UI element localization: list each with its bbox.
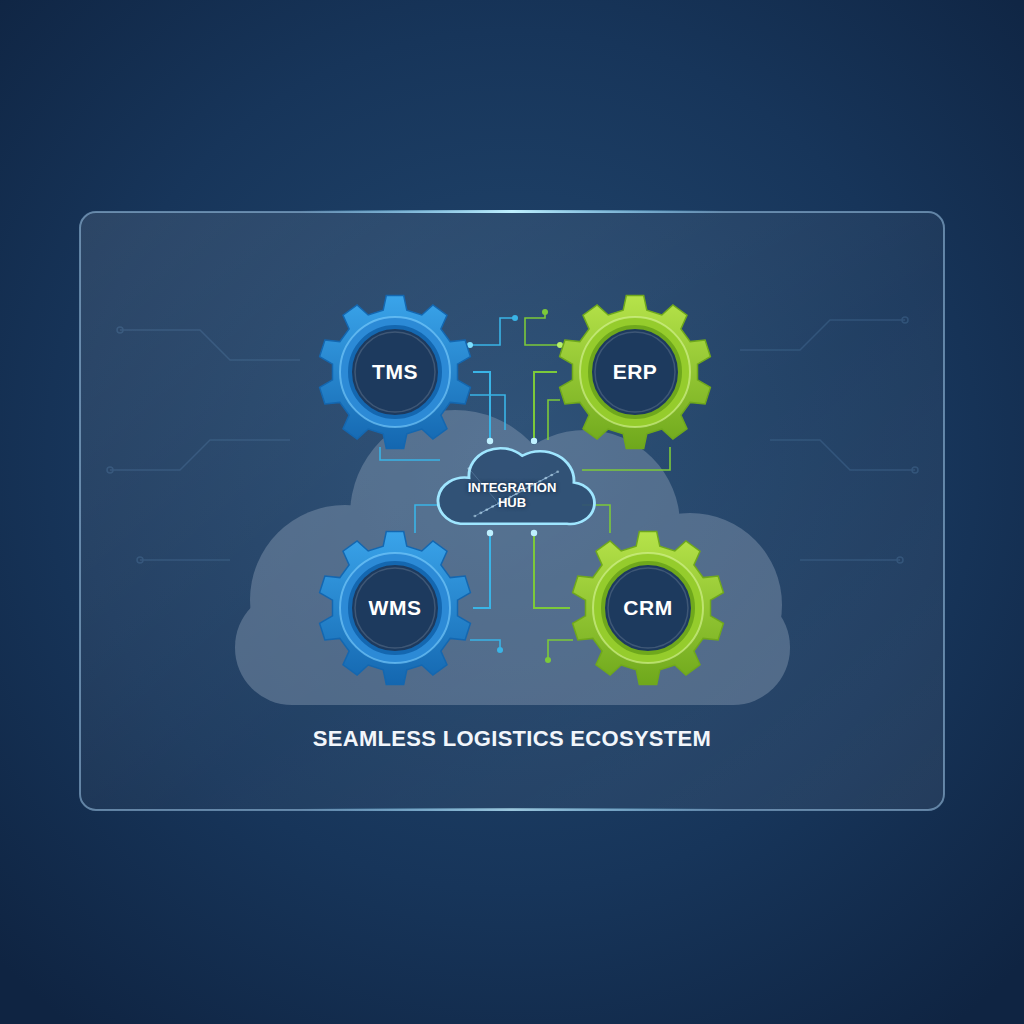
panel-glow [300, 210, 724, 213]
integration-hub: INTEGRATION HUB [426, 441, 598, 533]
trace-dot [487, 530, 493, 536]
trace-dot [531, 438, 537, 444]
system-label: ERP [613, 360, 658, 384]
system-label: WMS [369, 596, 422, 620]
diagram-title: SEAMLESS LOGISTICS ECOSYSTEM [100, 726, 924, 752]
system-gear: TMS [317, 294, 473, 450]
trace-dot [487, 438, 493, 444]
system-label: TMS [372, 360, 418, 384]
hub-label: INTEGRATION HUB [451, 480, 573, 510]
system-gear: WMS [317, 530, 473, 686]
panel-glow [300, 808, 724, 811]
connector-trace [473, 533, 490, 608]
connector-trace [534, 372, 557, 441]
cloud-shape [235, 410, 790, 705]
system-gear: ERP [557, 294, 713, 450]
system-label: CRM [623, 596, 672, 620]
trace-dot [531, 530, 537, 536]
glass-panel [80, 212, 944, 810]
system-gear: CRM [570, 530, 726, 686]
connector-trace [473, 372, 490, 441]
connector-trace [534, 533, 570, 608]
